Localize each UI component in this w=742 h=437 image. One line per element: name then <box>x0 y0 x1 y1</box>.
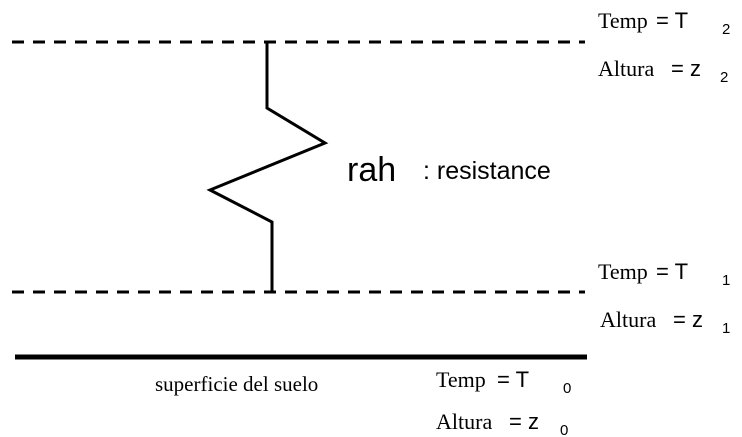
svg-text:Altura: Altura <box>600 307 656 332</box>
lower-temp-label: Temp = T 1 <box>598 259 730 289</box>
svg-text:Temp: Temp <box>436 367 486 392</box>
svg-text:= T: = T <box>497 367 529 392</box>
svg-text:0: 0 <box>560 422 568 437</box>
upper-temp-label: Temp = T 2 <box>598 8 730 38</box>
svg-text:2: 2 <box>720 69 728 86</box>
svg-text:= z: = z <box>673 307 703 332</box>
surface-label: superficie del suelo <box>155 372 318 396</box>
svg-text:Altura: Altura <box>436 409 492 434</box>
resistance-description-text: : resistance <box>423 157 551 185</box>
resistor-symbol <box>206 42 329 292</box>
svg-text:Temp: Temp <box>598 259 648 284</box>
svg-text:= z: = z <box>509 409 539 434</box>
upper-height-label: Altura = z 2 <box>598 56 728 86</box>
svg-text:Altura: Altura <box>598 56 654 81</box>
svg-text:1: 1 <box>722 320 730 337</box>
svg-text:2: 2 <box>722 21 730 38</box>
surface-height-label: Altura = z 0 <box>436 409 568 437</box>
svg-text:= T: = T <box>656 259 688 284</box>
svg-text:Temp: Temp <box>598 8 648 33</box>
svg-text:= T: = T <box>656 8 688 33</box>
resistance-symbol-text: rah <box>347 151 396 189</box>
svg-text:1: 1 <box>722 272 730 289</box>
lower-height-label: Altura = z 1 <box>600 307 730 337</box>
surface-temp-label: Temp = T 0 <box>436 367 571 397</box>
svg-text:0: 0 <box>563 380 571 397</box>
svg-text:= z: = z <box>671 56 701 81</box>
